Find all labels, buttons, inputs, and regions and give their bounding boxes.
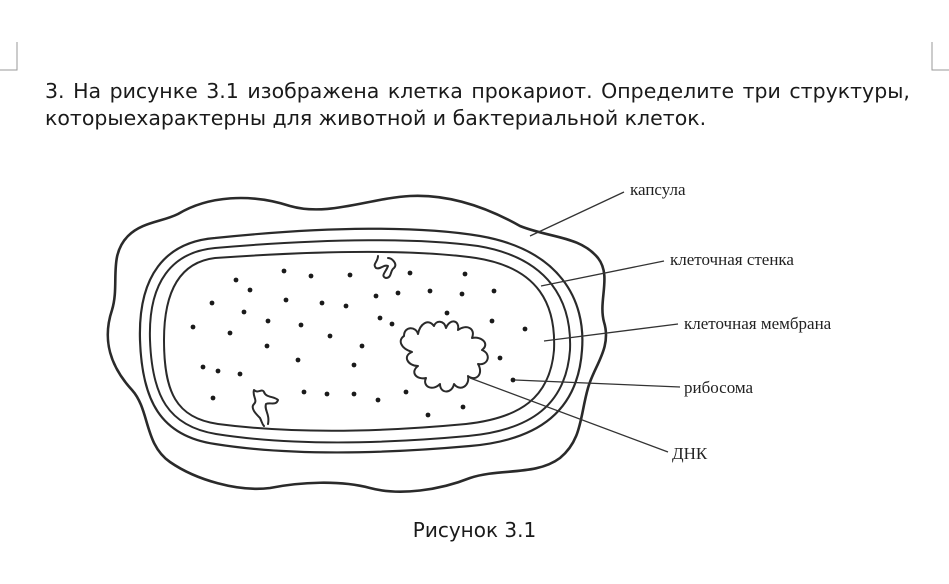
ribosome-dots: [190, 268, 528, 418]
dna-nucleoid: [399, 320, 489, 393]
mesosome-bottom: [251, 389, 279, 427]
leader-capsule: [529, 191, 625, 237]
leader-cell-wall: [540, 260, 665, 287]
leader-ribosome: [514, 379, 681, 388]
leader-cell-membrane: [543, 323, 679, 342]
question-line-1: 3. На рисунке 3.1 изображена клетка прок…: [45, 79, 910, 103]
page-corner-mark-left: [0, 42, 18, 71]
leader-dna: [469, 377, 669, 453]
label-dna: ДНК: [672, 444, 708, 463]
label-cell-membrane: клеточная мембрана: [684, 314, 832, 333]
question-line-2: которыехарактерны для животной и бактери…: [45, 106, 707, 130]
label-capsule: капсула: [630, 180, 686, 199]
cell-wall-outer: [138, 227, 584, 454]
page-corner-mark-right: [931, 42, 949, 71]
capsule-outline: [106, 194, 608, 493]
label-ribosome: рибосома: [684, 378, 754, 397]
label-cell-wall: клеточная стенка: [670, 250, 794, 269]
mesosome-top: [373, 255, 397, 279]
question-text: 3. На рисунке 3.1 изображена клетка прок…: [45, 78, 910, 132]
figure-caption: Рисунок 3.1: [412, 518, 537, 542]
label-leader-lines: [469, 191, 681, 453]
cell-membrane: [163, 251, 556, 432]
cell-wall-inner: [148, 239, 572, 444]
